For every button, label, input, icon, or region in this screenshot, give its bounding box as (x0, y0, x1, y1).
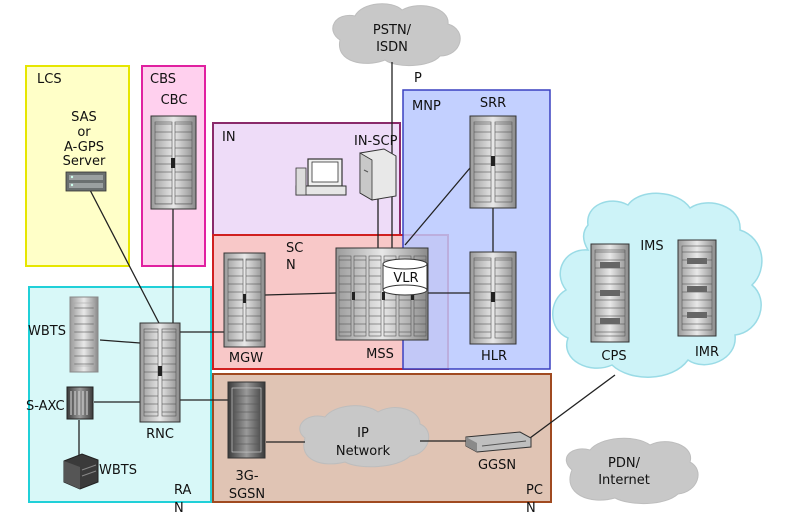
srr-label: SRR (480, 96, 506, 111)
link-wbts-rnc (99, 339, 141, 344)
sas-label-line2: or (77, 125, 91, 140)
ran-region (28, 286, 212, 503)
imr-rack-icon (677, 239, 717, 337)
pstn-cloud (332, 3, 461, 66)
sas-server-icon (65, 171, 107, 192)
pcn-region-label-line1: PC (526, 483, 543, 498)
ims-cloud (552, 192, 763, 378)
rnc-label: RNC (146, 427, 174, 442)
mgw-label: MGW (229, 351, 263, 366)
ip-network-label-line1: IP (357, 426, 369, 441)
ggsn-label: GGSN (478, 458, 516, 473)
hlr-rack-icon (469, 251, 517, 345)
mss-label: MSS (366, 347, 394, 362)
link-sas-rnc (89, 189, 161, 326)
workstation-icon (295, 158, 347, 196)
pstn-label-line2: ISDN (376, 40, 408, 55)
vlr-label: VLR (393, 271, 418, 286)
mnp-region-label: MNP (412, 99, 441, 114)
ims-label: IMS (640, 239, 663, 254)
cbc-label: CBC (161, 93, 188, 108)
pdn-label-line1: PDN/ (608, 456, 641, 471)
s-axc-label: S-AXC (26, 399, 65, 414)
sas-label-line3: A-GPS (64, 140, 104, 155)
sgsn-label-line2: SGSN (229, 487, 265, 502)
pdn-internet-cloud (565, 437, 699, 505)
hlr-label: HLR (481, 349, 507, 364)
rnc-rack-icon (139, 322, 181, 423)
pstn-suffix-label: P (414, 71, 422, 86)
connection-lines (78, 62, 616, 455)
ggsn-router-icon (465, 431, 532, 453)
link-mss-srr (404, 167, 471, 246)
pstn-label-line1: PSTN/ (373, 23, 412, 38)
wbts-bottom-label: WBTS (99, 463, 137, 478)
cbc-rack-icon (150, 115, 197, 210)
cps-label: CPS (601, 349, 626, 364)
ran-region-label-line1: RA (174, 483, 192, 498)
ip-network-label-line2: Network (336, 444, 391, 459)
scn-region-label-line1: SC (286, 241, 303, 256)
link-mgw-mss (264, 292, 337, 296)
ip-network-cloud (299, 405, 430, 468)
s-axc-unit-icon (66, 386, 94, 420)
mgw-rack-icon (223, 252, 266, 348)
in-scp-server-icon (359, 148, 397, 201)
cbs-region-label: CBS (150, 72, 176, 87)
wbts-top-label: WBTS (28, 324, 66, 339)
sas-label-line4: Server (63, 154, 106, 169)
in-scp-label: IN-SCP (354, 134, 398, 149)
imr-label: IMR (695, 345, 719, 360)
wbts-bottom-unit-icon (63, 453, 99, 490)
pcn-region-label-line2: N (526, 501, 536, 516)
cps-rack-icon (590, 243, 630, 343)
pdn-label-line2: Internet (598, 473, 650, 488)
sas-label-line1: SAS (71, 110, 97, 125)
vlr-database-icon (382, 258, 428, 296)
wbts-top-rack-icon (69, 296, 99, 373)
in-region-label: IN (222, 130, 236, 145)
sgsn-rack-icon (227, 381, 266, 459)
lcs-region-label: LCS (37, 72, 62, 87)
ran-region-label-line2: N (174, 501, 184, 516)
link-ggsn-cps (529, 374, 616, 439)
sgsn-label-line1: 3G- (235, 469, 258, 484)
scn-region-label-line2: N (286, 258, 296, 273)
srr-rack-icon (469, 115, 517, 209)
